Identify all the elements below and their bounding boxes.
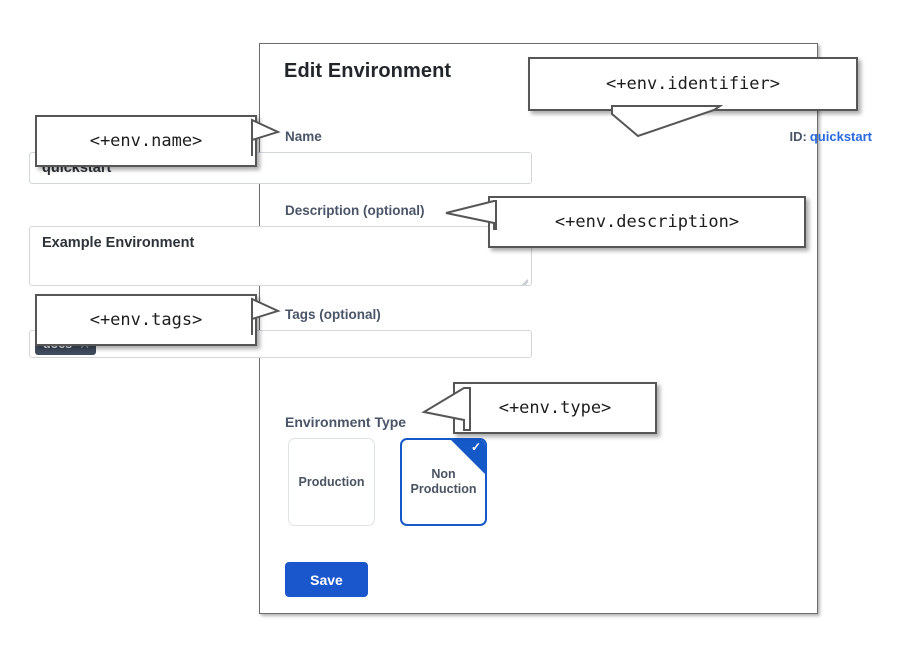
save-button[interactable]: Save: [285, 562, 368, 597]
name-field-label: Name: [285, 129, 322, 144]
environment-type-option-non-production[interactable]: Non Production ✓: [400, 438, 487, 526]
annotation-text: <+env.name>: [89, 131, 203, 151]
tags-field-label: Tags (optional): [285, 307, 381, 322]
annotation-text: <+env.type>: [498, 398, 612, 418]
callout-tail-description: [445, 200, 497, 230]
selected-check-icon: ✓: [451, 440, 485, 474]
page-title: Edit Environment: [284, 60, 452, 82]
description-value: Example Environment: [42, 235, 195, 251]
environment-type-option-production[interactable]: Production: [288, 438, 375, 526]
callout-tail-type: [421, 387, 471, 431]
annotation-callout-type: <+env.type>: [453, 382, 657, 434]
callout-tail-tags: [251, 297, 281, 335]
annotation-text: <+env.description>: [554, 212, 740, 232]
environment-id-link[interactable]: quickstart: [809, 129, 872, 144]
option-label: Non Production: [410, 467, 477, 496]
description-textarea[interactable]: Example Environment: [29, 226, 532, 286]
edit-environment-dialog: Edit Environment: [259, 43, 818, 614]
callout-tail-identifier: [611, 105, 724, 138]
callout-tail-name: [251, 118, 281, 156]
annotation-callout-name: <+env.name>: [35, 115, 257, 167]
resize-handle-icon[interactable]: [517, 272, 528, 283]
annotation-callout-description: <+env.description>: [488, 196, 806, 248]
annotation-text: <+env.tags>: [89, 310, 203, 330]
option-label: Production: [298, 474, 365, 489]
annotation-text: <+env.identifier>: [606, 74, 780, 94]
annotation-callout-tags: <+env.tags>: [35, 294, 257, 346]
description-field-label: Description (optional): [285, 203, 425, 218]
annotation-callout-identifier: <+env.identifier>: [528, 57, 858, 111]
environment-id-label: ID:: [789, 129, 807, 144]
environment-id-row: ID:quickstart: [790, 129, 872, 144]
environment-type-label: Environment Type: [285, 414, 407, 430]
